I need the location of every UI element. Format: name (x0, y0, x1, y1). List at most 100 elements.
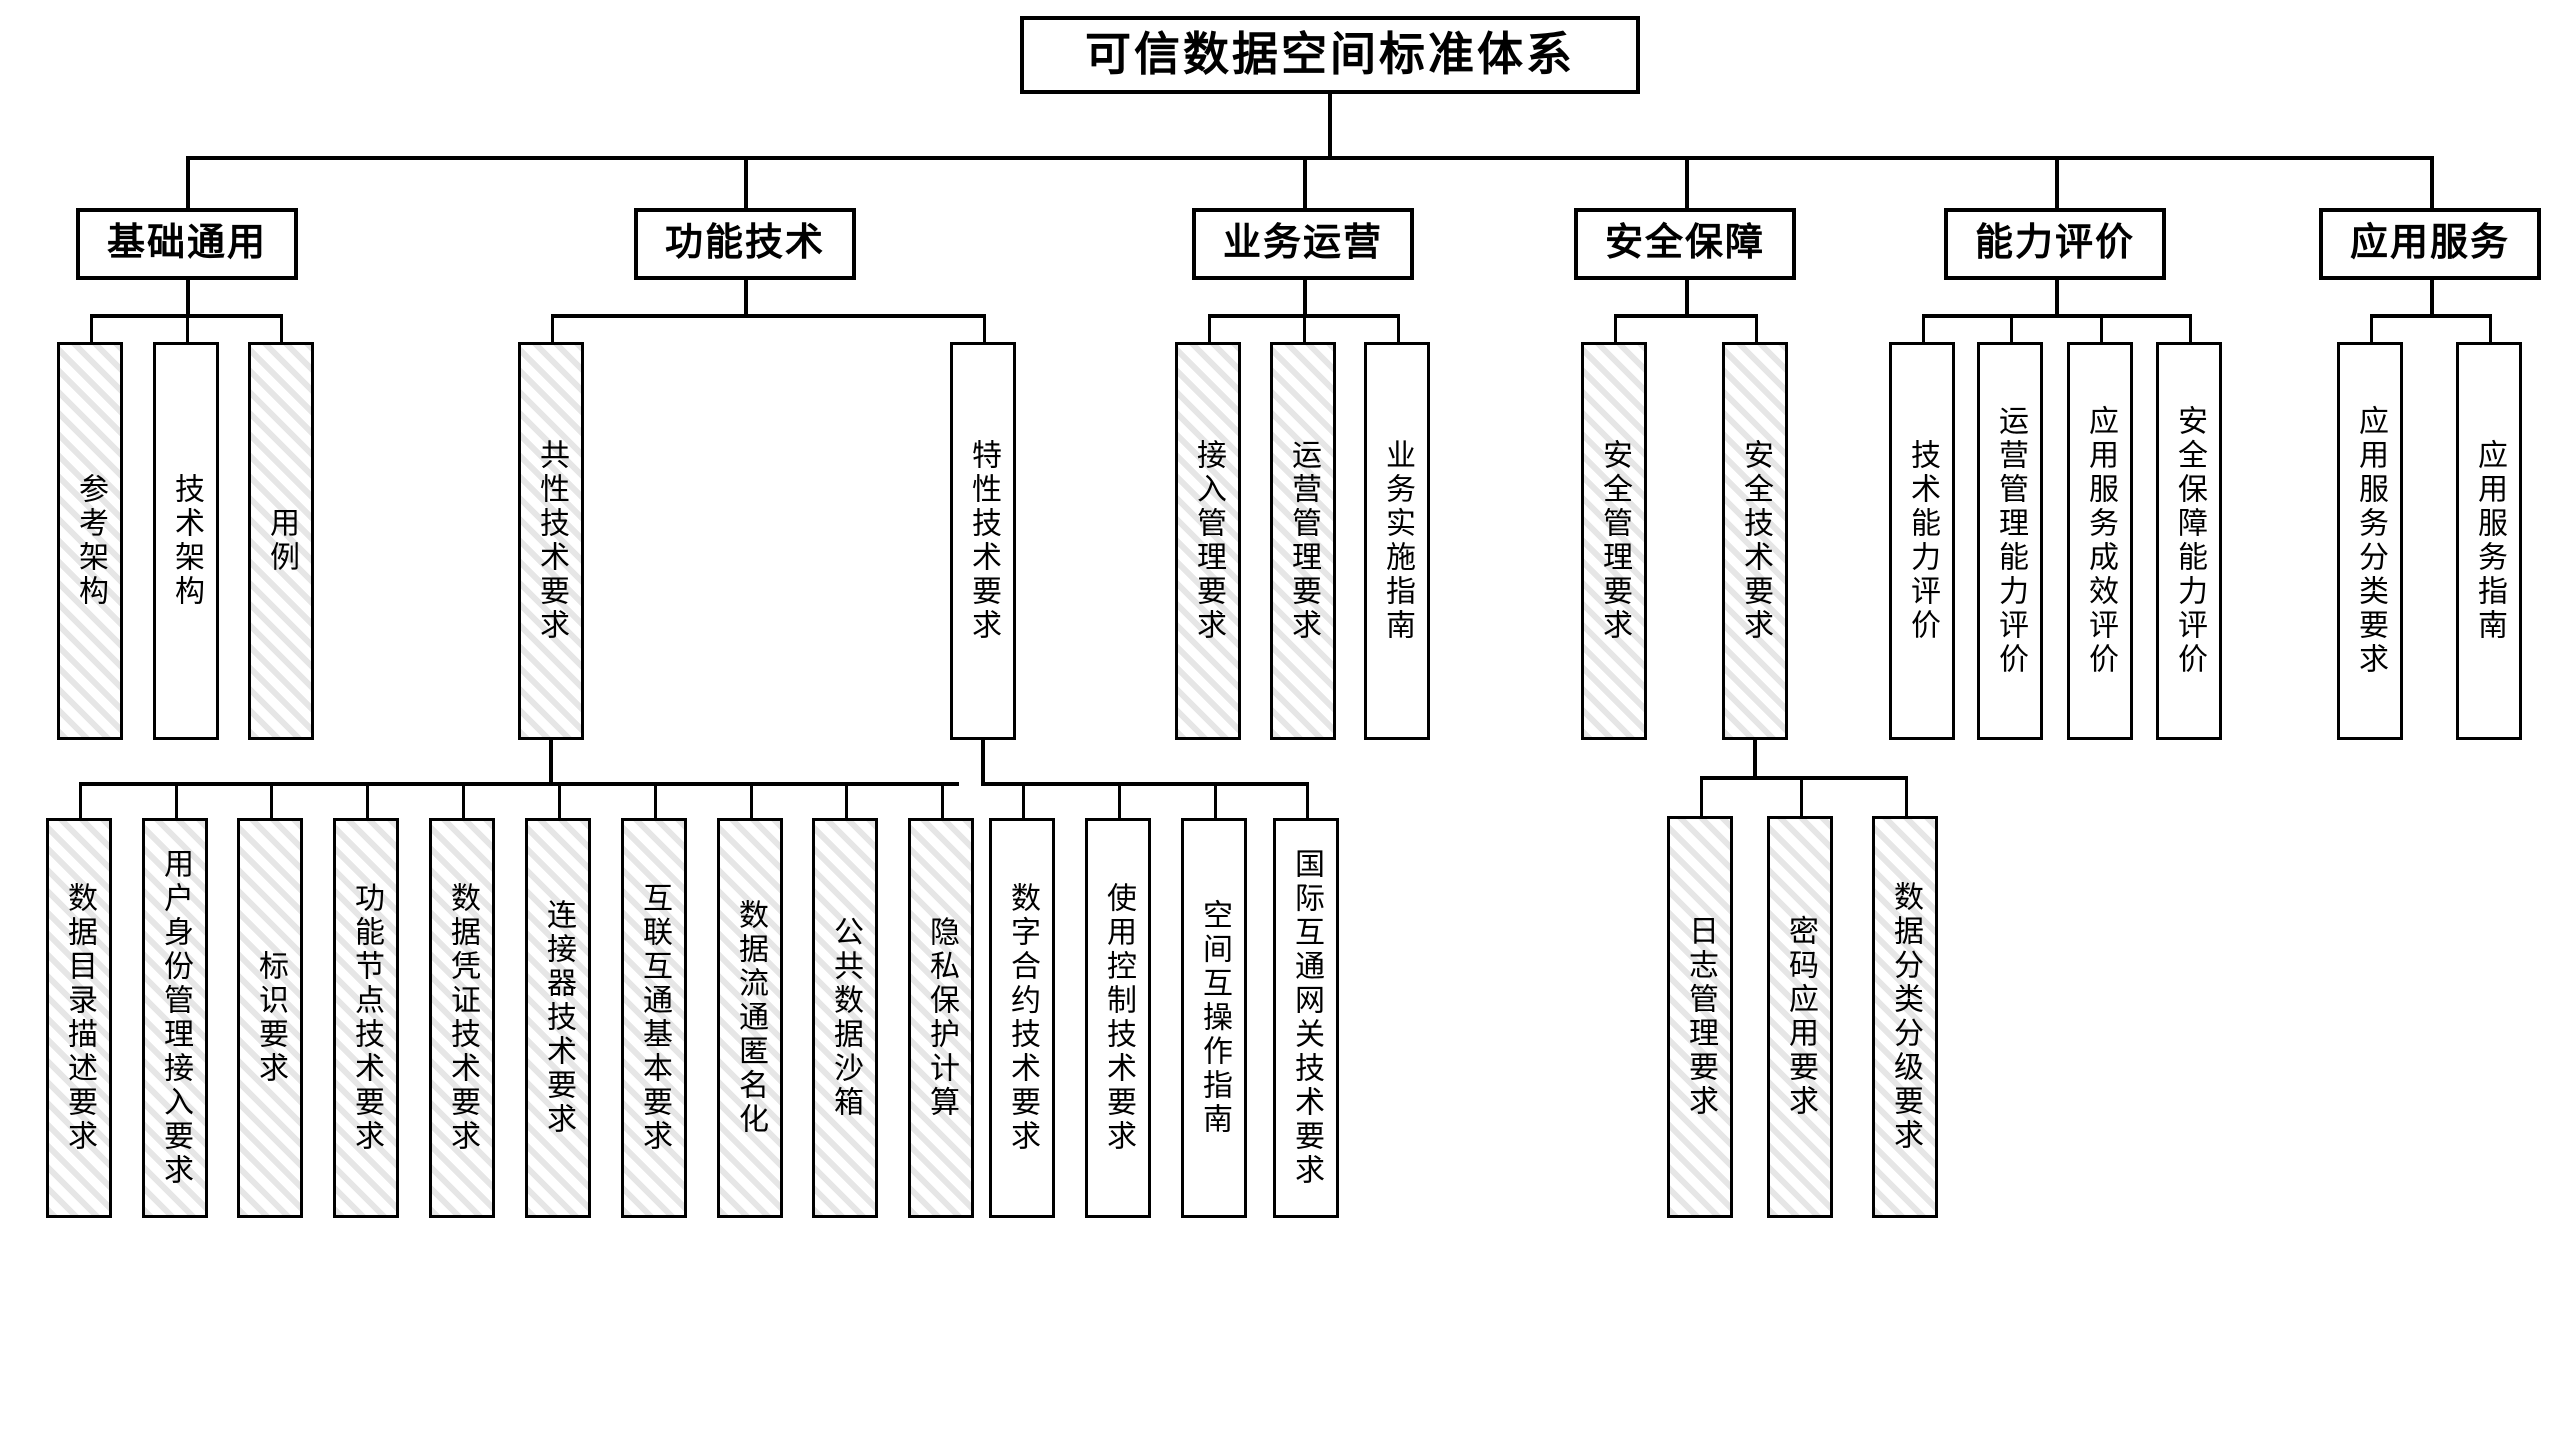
node-label: 业务实施指南 (1381, 439, 1414, 643)
node-yunying-guanli-nengli-pingjia[interactable]: 运营管理能力评价 (1977, 342, 2043, 740)
connector-drop-ab-1 (1755, 314, 1758, 342)
node-yingyong-fuwu-chengxiao-pingjia[interactable]: 应用服务成效评价 (2067, 342, 2133, 740)
node-label: 使用控制技术要求 (1102, 882, 1135, 1154)
node-label: 标识要求 (254, 950, 287, 1086)
node-shuzi-heyue-jishu-yaoqiu[interactable]: 数字合约技术要求 (989, 818, 1055, 1218)
node-label: 技术架构 (170, 473, 203, 609)
node-yinsi-baohu-jisuan[interactable]: 隐私保护计算 (908, 818, 974, 1218)
category-anquanbaozhang[interactable]: 安全保障 (1574, 208, 1796, 280)
connector-drop-gx-4 (462, 782, 465, 820)
connector-stem-anquanjishu (1753, 740, 1757, 778)
connector-drop-np-0 (1922, 314, 1925, 342)
node-jishu-nengli-pingjia[interactable]: 技术能力评价 (1889, 342, 1955, 740)
node-label: 运营管理能力评价 (1994, 405, 2027, 677)
root-node[interactable]: 可信数据空间标准体系 (1020, 16, 1640, 94)
connector-drop-gx-3 (366, 782, 369, 820)
node-hulian-hutong-jiben-yaoqiu[interactable]: 互联互通基本要求 (621, 818, 687, 1218)
connector-stem-gongnengjishu (744, 280, 748, 316)
connector-drop-np-1 (2010, 314, 2013, 342)
root-node-label: 可信数据空间标准体系 (1085, 28, 1575, 81)
connector-stem-jichutongyong (186, 280, 190, 316)
connector-bus-anquanbaozhang (1614, 314, 1758, 318)
node-anquan-jishu-yaoqiu[interactable]: 安全技术要求 (1722, 342, 1788, 740)
node-yonghu-shenfen-guanli-jieru-yaoqiu[interactable]: 用户身份管理接入要求 (142, 818, 208, 1218)
node-anquan-guanli-yaoqiu[interactable]: 安全管理要求 (1581, 342, 1647, 740)
node-gonggong-shuju-shaxiang[interactable]: 公共数据沙箱 (812, 818, 878, 1218)
connector-drop-yy-1 (1303, 314, 1306, 342)
node-yingyong-fuwu-zhinan[interactable]: 应用服务指南 (2456, 342, 2522, 740)
category-yingyongfuwu[interactable]: 应用服务 (2319, 208, 2541, 280)
connector-drop-gx-6 (654, 782, 657, 820)
node-label: 数字合约技术要求 (1006, 882, 1039, 1154)
connector-drop-gx-0 (79, 782, 82, 820)
node-jishu-jiagou[interactable]: 技术架构 (153, 342, 219, 740)
category-label: 基础通用 (106, 222, 267, 265)
connector-drop-tx-3 (1306, 782, 1309, 820)
connector-drop-cat-2 (1303, 156, 1307, 210)
node-cankao-jiagou[interactable]: 参考架构 (57, 342, 123, 740)
node-label: 连接器技术要求 (542, 899, 575, 1137)
category-label: 功能技术 (664, 222, 825, 265)
node-shuju-mulu-miaoshu-yaoqiu[interactable]: 数据目录描述要求 (46, 818, 112, 1218)
category-jichutongyong[interactable]: 基础通用 (76, 208, 298, 280)
category-yewuyunying[interactable]: 业务运营 (1192, 208, 1414, 280)
node-kongjian-hucaozuo-zhinan[interactable]: 空间互操作指南 (1181, 818, 1247, 1218)
connector-drop-yy-2 (1397, 314, 1400, 342)
node-label: 参考架构 (74, 473, 107, 609)
node-gongneng-jiedian-jishu-yaoqiu[interactable]: 功能节点技术要求 (333, 818, 399, 1218)
connector-drop-np-3 (2189, 314, 2192, 342)
node-label: 数据凭证技术要求 (446, 882, 479, 1154)
node-label: 安全管理要求 (1598, 439, 1631, 643)
node-rizhi-guanli-yaoqiu[interactable]: 日志管理要求 (1667, 816, 1733, 1218)
node-yewu-shishi-zhinan[interactable]: 业务实施指南 (1364, 342, 1430, 740)
node-label: 应用服务成效评价 (2084, 405, 2117, 677)
node-label: 空间互操作指南 (1198, 899, 1231, 1137)
connector-drop-gx-8 (845, 782, 848, 820)
connector-drop-gx-2 (270, 782, 273, 820)
connector-drop-aj-2 (1905, 776, 1908, 816)
connector-drop-gx-1 (175, 782, 178, 820)
category-nenglipingjia[interactable]: 能力评价 (1944, 208, 2166, 280)
connector-root-stem (1328, 94, 1332, 158)
node-shuju-fenlei-fenji-yaoqiu[interactable]: 数据分类分级要求 (1872, 816, 1938, 1218)
connector-bus-texing (981, 782, 1309, 786)
node-label: 共性技术要求 (535, 439, 568, 643)
node-guoji-hutong-wangguan-jishu-yaoqiu[interactable]: 国际互通网关技术要求 (1273, 818, 1339, 1218)
category-label: 安全保障 (1604, 222, 1765, 265)
connector-drop-tx-0 (1022, 782, 1025, 820)
node-biaoshi-yaoqiu[interactable]: 标识要求 (237, 818, 303, 1218)
node-yingyong-fuwu-fenlei-yaoqiu[interactable]: 应用服务分类要求 (2337, 342, 2403, 740)
node-label: 用户身份管理接入要求 (159, 848, 192, 1188)
node-lianjieqi-jishu-yaoqiu[interactable]: 连接器技术要求 (525, 818, 591, 1218)
node-label: 公共数据沙箱 (829, 916, 862, 1120)
category-gongnengjishu[interactable]: 功能技术 (634, 208, 856, 280)
category-label: 业务运营 (1222, 222, 1383, 265)
connector-drop-jt-1 (186, 314, 189, 342)
connector-drop-aj-0 (1700, 776, 1703, 816)
connector-drop-np-2 (2100, 314, 2103, 342)
connector-drop-yf-1 (2489, 314, 2492, 342)
node-shiyong-kongzhi-jishu-yaoqiu[interactable]: 使用控制技术要求 (1085, 818, 1151, 1218)
connector-drop-cat-3 (1685, 156, 1689, 210)
connector-drop-cat-4 (2055, 156, 2059, 210)
node-label: 密码应用要求 (1784, 915, 1817, 1119)
node-label: 技术能力评价 (1906, 439, 1939, 643)
connector-drop-cat-0 (186, 156, 190, 210)
node-shuju-liutong-nimhua[interactable]: 数据流通匿名化 (717, 818, 783, 1218)
node-anquan-baozhang-nengli-pingjia[interactable]: 安全保障能力评价 (2156, 342, 2222, 740)
node-yongli[interactable]: 用例 (248, 342, 314, 740)
connector-drop-ab-0 (1614, 314, 1617, 342)
connector-drop-jt-0 (90, 314, 93, 342)
node-yunying-guanli-yaoqiu[interactable]: 运营管理要求 (1270, 342, 1336, 740)
connector-drop-gx-9 (941, 782, 944, 820)
node-texing-jishu-yaoqiu[interactable]: 特性技术要求 (950, 342, 1016, 740)
node-label: 数据分类分级要求 (1889, 881, 1922, 1153)
node-jieru-guanli-yaoqiu[interactable]: 接入管理要求 (1175, 342, 1241, 740)
connector-drop-gj-1 (983, 314, 986, 342)
node-shuju-pingzheng-jishu-yaoqiu[interactable]: 数据凭证技术要求 (429, 818, 495, 1218)
node-mima-yingyong-yaoqiu[interactable]: 密码应用要求 (1767, 816, 1833, 1218)
node-gongxing-jishu-yaoqiu[interactable]: 共性技术要求 (518, 342, 584, 740)
connector-stem-yewuyunying (1303, 280, 1307, 316)
node-label: 功能节点技术要求 (350, 882, 383, 1154)
node-label: 接入管理要求 (1192, 439, 1225, 643)
